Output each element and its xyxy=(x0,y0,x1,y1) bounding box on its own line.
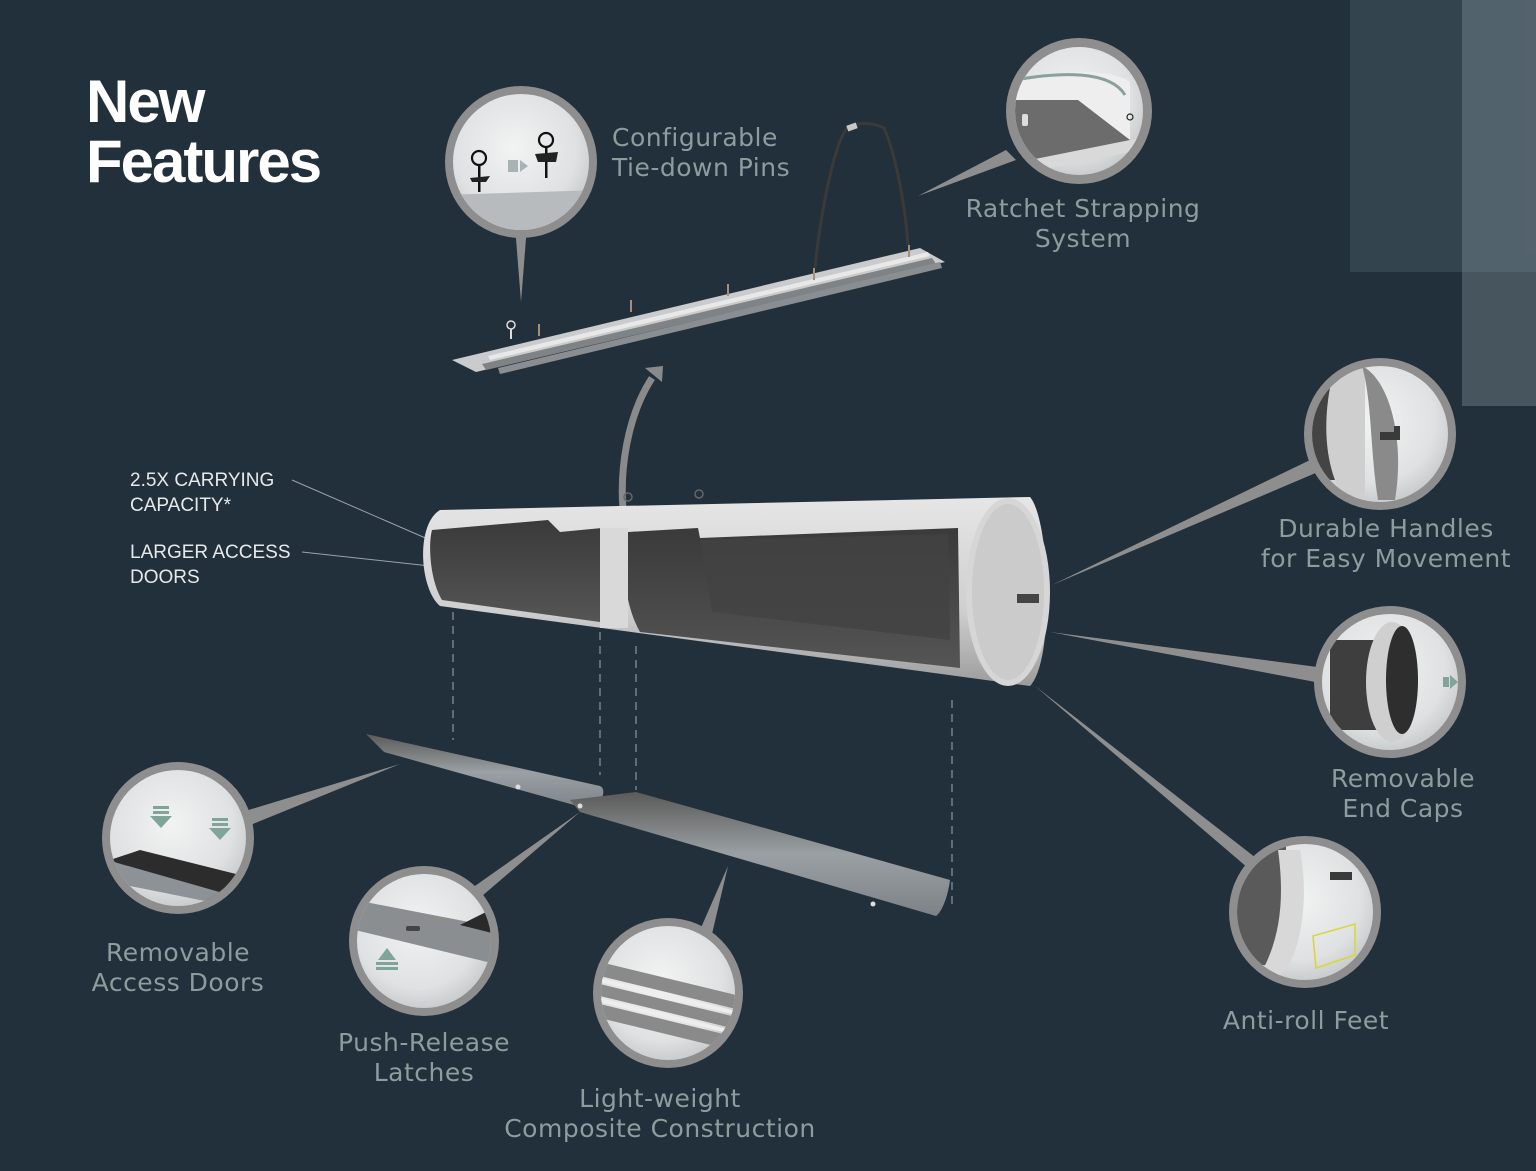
label-durable-handles: Durable Handles for Easy Movement xyxy=(1260,514,1512,573)
handle-icon xyxy=(1304,358,1456,510)
label-anti-roll-feet: Anti-roll Feet xyxy=(1222,1006,1390,1035)
label-removable-end-caps: Removable End Caps xyxy=(1330,764,1476,823)
latch-icon xyxy=(349,866,499,1016)
tie-down-pin-icon xyxy=(445,86,597,238)
access-door-trays xyxy=(366,734,950,916)
label-composite-construction: Light-weight Composite Construction xyxy=(504,1084,816,1143)
composite-layers-icon xyxy=(593,918,743,1068)
title-line-1: New xyxy=(86,68,205,135)
annotation-carrying-capacity: 2.5X CARRYING CAPACITY* xyxy=(130,470,275,516)
background-panel-overlay xyxy=(1462,0,1536,406)
label-push-release-latches: Push-Release Latches xyxy=(337,1028,511,1087)
label-tie-down-pins: Configurable Tie-down Pins xyxy=(612,123,791,182)
ratchet-strap-icon xyxy=(1006,38,1152,184)
title-line-2: Features xyxy=(86,128,322,195)
lid-rail xyxy=(452,245,945,374)
access-door-icon xyxy=(102,762,254,914)
background-panel xyxy=(1350,0,1536,272)
end-cap-icon xyxy=(1314,606,1466,758)
anti-roll-foot-icon xyxy=(1229,836,1381,988)
annotation-larger-access-doors: LARGER ACCESS DOORS xyxy=(130,542,291,588)
label-ratchet-strapping: Ratchet Strapping System xyxy=(965,194,1201,253)
label-removable-access-doors: Removable Access Doors xyxy=(91,938,265,997)
storage-tube xyxy=(423,489,1050,686)
page-title: New Features xyxy=(86,68,322,195)
callout-pointers xyxy=(242,150,1326,934)
